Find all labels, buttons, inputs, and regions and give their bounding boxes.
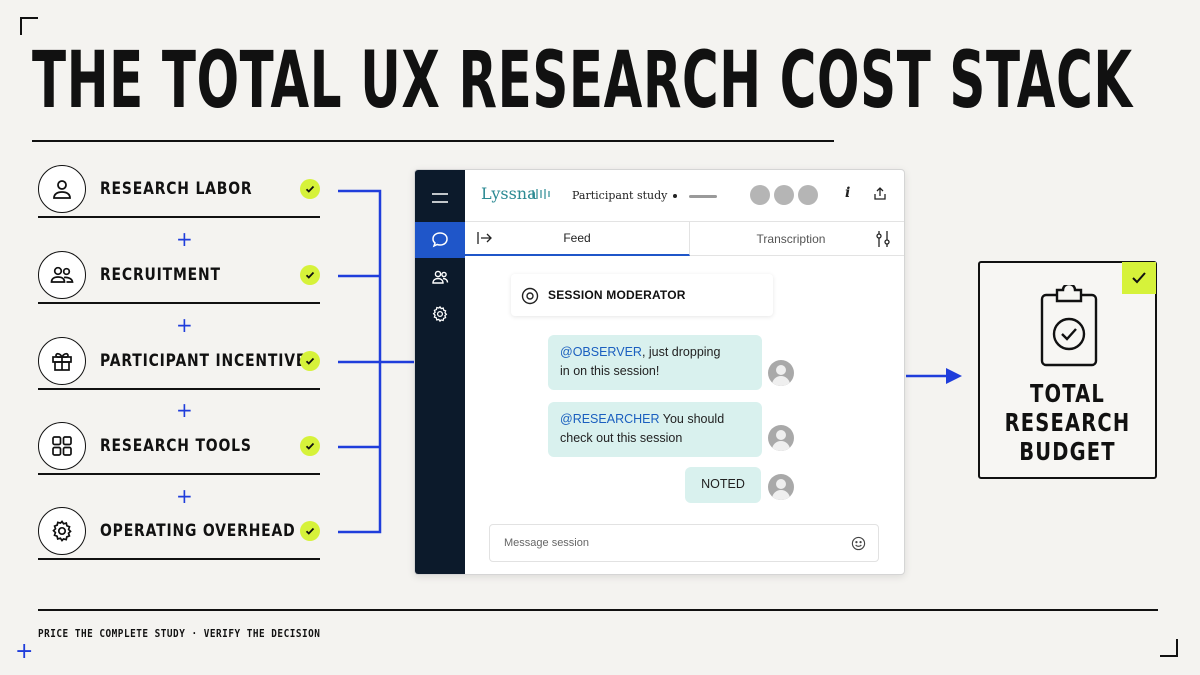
plus-mark: +: [15, 639, 34, 664]
stack-item-label: RESEARCH TOOLS: [100, 436, 252, 456]
message-bubble: NOTED: [685, 467, 761, 503]
item-divider: [38, 216, 320, 218]
moderator-label: SESSION MODERATOR: [548, 288, 686, 302]
filter-sliders-icon[interactable]: [875, 230, 891, 248]
grid-icon: [38, 422, 86, 470]
message-text: check out this session: [560, 431, 683, 445]
item-divider: [38, 388, 320, 390]
message-text: , just dropping: [641, 345, 721, 359]
message-bubble: @RESEARCHER You should check out this se…: [548, 402, 762, 457]
app-sidebar: [415, 170, 465, 574]
stack-item-research-tools: RESEARCH TOOLS: [38, 421, 320, 475]
emoji-icon[interactable]: [851, 536, 866, 551]
message-text: You should: [659, 412, 725, 426]
check-icon: [300, 351, 320, 371]
check-icon: [300, 265, 320, 285]
avatar[interactable]: [774, 185, 794, 205]
avatar[interactable]: [798, 185, 818, 205]
message-text: NOTED: [701, 477, 745, 491]
users-icon[interactable]: [415, 259, 465, 295]
total-budget-card: TOTAL RESEARCH BUDGET: [978, 261, 1157, 479]
stack-item-participant-incentives: PARTICIPANT INCENTIVES: [38, 336, 320, 390]
message-input[interactable]: [490, 525, 830, 561]
plus-separator: +: [176, 313, 193, 337]
stack-item-operating-overhead: OPERATING OVERHEAD: [38, 506, 320, 560]
tab-bar: Feed Transcription: [465, 222, 904, 256]
share-icon[interactable]: [873, 187, 887, 201]
item-divider: [38, 302, 320, 304]
moderator-icon: [521, 287, 539, 305]
avatar[interactable]: [750, 185, 770, 205]
arrow-to-budget: [906, 368, 962, 384]
clipboard-check-icon: [1040, 285, 1098, 367]
check-icon: [300, 436, 320, 456]
mention[interactable]: @OBSERVER: [560, 345, 642, 359]
message-composer: [489, 524, 879, 562]
mention[interactable]: @RESEARCHER: [560, 412, 660, 426]
lyssna-logo: Lyssna: [481, 184, 537, 203]
check-icon: [1122, 262, 1156, 294]
status-bar: [689, 195, 717, 198]
message-bubble: @OBSERVER, just dropping in on this sess…: [548, 335, 762, 390]
plus-separator: +: [176, 398, 193, 422]
tab-transcription[interactable]: Transcription: [756, 232, 826, 246]
stack-item-recruitment: RECRUITMENT: [38, 250, 320, 304]
message-text: in on this session!: [560, 364, 660, 378]
stack-item-label: PARTICIPANT INCENTIVES: [100, 351, 318, 371]
page-title: THE TOTAL UX RESEARCH COST STACK: [32, 36, 1133, 126]
avatar: [768, 425, 794, 451]
plus-separator: +: [176, 227, 193, 251]
info-icon[interactable]: i: [845, 185, 851, 201]
settings-icon[interactable]: [415, 296, 465, 332]
stack-item-research-labor: RESEARCH LABOR: [38, 164, 320, 218]
check-icon: [300, 521, 320, 541]
stack-item-label: RECRUITMENT: [100, 265, 221, 285]
chat-icon[interactable]: [415, 222, 465, 258]
budget-label: TOTAL RESEARCH BUDGET: [1004, 379, 1131, 466]
footer-tagline: PRICE THE COMPLETE STUDY · VERIFY THE DE…: [38, 627, 321, 640]
avatar: [768, 360, 794, 386]
stack-item-label: RESEARCH LABOR: [100, 179, 253, 199]
session-moderator-card: SESSION MODERATOR: [511, 274, 773, 316]
collapse-panel-icon[interactable]: [477, 231, 493, 245]
avatar: [768, 474, 794, 500]
item-divider: [38, 558, 320, 560]
app-topbar: Lyssna Participant study i: [465, 170, 904, 222]
status-dot: [673, 194, 677, 198]
person-icon: [38, 165, 86, 213]
corner-mark-top-left: [20, 17, 38, 35]
people-icon: [38, 251, 86, 299]
item-divider: [38, 473, 320, 475]
study-name: Participant study: [572, 189, 668, 202]
gear-icon: [38, 507, 86, 555]
footer-divider: [38, 609, 1158, 611]
title-divider: [32, 140, 834, 142]
corner-mark-bottom-right: [1160, 639, 1178, 657]
gift-icon: [38, 337, 86, 385]
logo-wave-icon: [532, 189, 550, 199]
tab-feed[interactable]: Feed: [465, 222, 690, 256]
plus-separator: +: [176, 484, 193, 508]
app-window: Lyssna Participant study i Feed Transcri…: [414, 169, 905, 575]
menu-icon[interactable]: [415, 180, 465, 216]
stack-item-label: OPERATING OVERHEAD: [100, 521, 296, 541]
check-icon: [300, 179, 320, 199]
